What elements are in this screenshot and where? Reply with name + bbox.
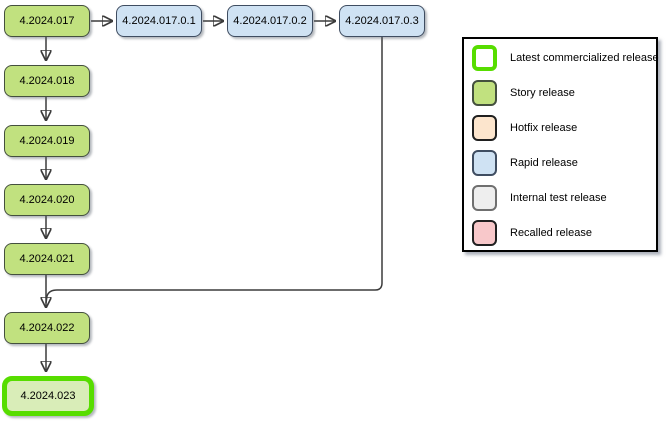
hotfix-release-swatch	[472, 115, 497, 141]
legend-label: Recalled release	[510, 227, 592, 239]
legend-item-internal: Internal test release	[472, 185, 607, 211]
legend-label: Rapid release	[510, 157, 578, 169]
node-4-2024-018: 4.2024.018	[4, 65, 90, 97]
story-release-swatch	[472, 80, 497, 106]
legend-item-latest: Latest commercialized release	[472, 45, 659, 71]
legend: Latest commercialized release Story rele…	[462, 37, 659, 252]
legend-label: Hotfix release	[510, 122, 578, 134]
node-4-2024-021: 4.2024.021	[4, 243, 90, 275]
legend-item-story: Story release	[472, 80, 575, 106]
node-4-2024-020: 4.2024.020	[4, 184, 90, 216]
latest-release-swatch	[472, 45, 497, 71]
node-4-2024-017-0-1: 4.2024.017.0.1	[116, 5, 202, 37]
legend-label: Story release	[510, 87, 575, 99]
node-4-2024-017: 4.2024.017	[4, 5, 90, 37]
node-4-2024-023-latest: 4.2024.023	[2, 376, 94, 416]
node-4-2024-017-0-3: 4.2024.017.0.3	[339, 5, 425, 37]
legend-label: Latest commercialized release	[510, 52, 659, 64]
legend-item-hotfix: Hotfix release	[472, 115, 577, 141]
node-4-2024-019: 4.2024.019	[4, 125, 90, 157]
rapid-release-swatch	[472, 150, 497, 176]
internal-test-release-swatch	[472, 185, 497, 211]
node-4-2024-017-0-2: 4.2024.017.0.2	[227, 5, 313, 37]
recalled-release-swatch	[472, 220, 497, 246]
legend-item-rapid: Rapid release	[472, 150, 578, 176]
legend-item-recalled: Recalled release	[472, 220, 592, 246]
legend-label: Internal test release	[510, 192, 607, 204]
node-4-2024-022: 4.2024.022	[4, 312, 90, 344]
